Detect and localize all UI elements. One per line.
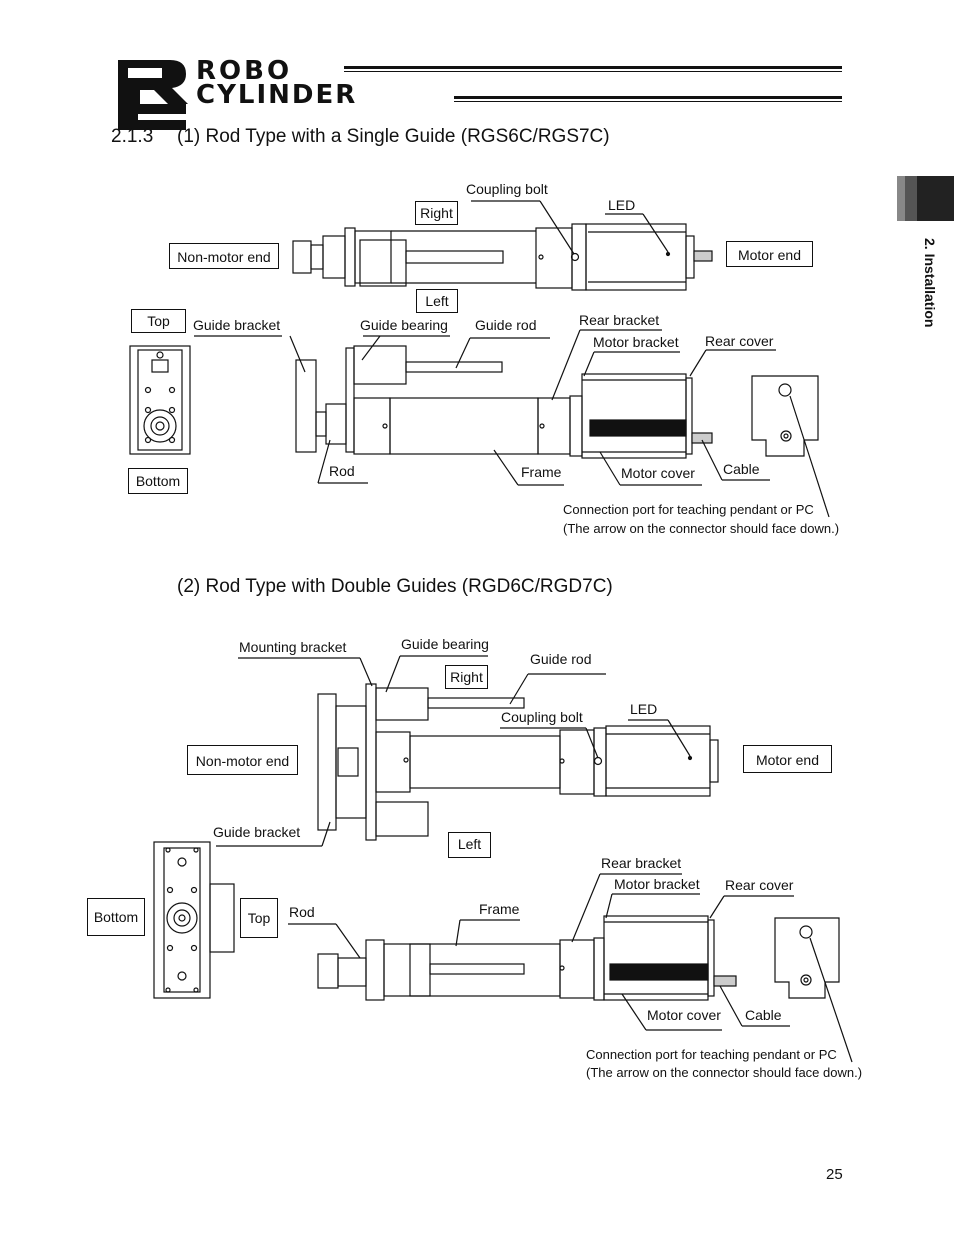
s2-rear-cover-label: Rear cover (725, 877, 794, 893)
s1-guide-bracket-label: Guide bracket (193, 317, 281, 333)
s2-rear-bracket-label: Rear bracket (601, 855, 682, 871)
s2-cable-label: Cable (745, 1007, 782, 1023)
s1-top-label: Top (131, 309, 186, 333)
s2-note-line1: Connection port for teaching pendant or … (586, 1047, 837, 1062)
s1-bottom-label: Bottom (128, 468, 188, 494)
s2-frame-label: Frame (479, 901, 520, 917)
s1-led-label: LED (608, 197, 636, 213)
logo-word-cylinder: CYLINDER (196, 80, 358, 110)
s1-coupling-bolt-label: Coupling bolt (466, 181, 548, 197)
s2-led-label: LED (630, 701, 658, 717)
s2-non-motor-end-label: Non-motor end (187, 745, 298, 775)
s1-note-line1: Connection port for teaching pendant or … (563, 502, 814, 517)
chapter-label: 2. Installation (922, 238, 938, 328)
s1-cable-label: Cable (723, 461, 760, 477)
s1-left-label: Left (416, 289, 458, 313)
s2-right-label: Right (445, 665, 488, 689)
chapter-tab-graphic (897, 176, 954, 221)
section2-title: (2) Rod Type with Double Guides (RGD6C/R… (177, 576, 613, 597)
s2-top-label: Top (240, 898, 278, 938)
s1-motor-cover-label: Motor cover (621, 465, 695, 481)
s2-left-label: Left (448, 832, 491, 858)
s1-guide-rod-label: Guide rod (475, 317, 537, 333)
s2-guide-bracket-label: Guide bracket (213, 824, 301, 840)
s2-motor-bracket-label: Motor bracket (614, 876, 700, 892)
s1-guide-bearing-label: Guide bearing (360, 317, 448, 333)
section1-number: 2.1.3 (111, 126, 154, 147)
section1-diagram (129, 200, 830, 518)
s2-rod-label: Rod (289, 904, 315, 920)
s1-rear-cover-label: Rear cover (705, 333, 774, 349)
section1-title: (1) Rod Type with a Single Guide (RGS6C/… (177, 126, 610, 147)
s1-motor-end-label: Motor end (726, 241, 813, 267)
logo-rc-mark (118, 60, 842, 130)
s1-rear-bracket-label: Rear bracket (579, 312, 660, 328)
s2-motor-end-label: Motor end (743, 745, 832, 773)
s2-note-line2: (The arrow on the connector should face … (586, 1065, 863, 1080)
logo-word-robo: ROBO (196, 56, 293, 86)
s1-right-label: Right (415, 201, 458, 225)
s1-note-line2: (The arrow on the connector should face … (563, 521, 840, 536)
s2-mounting-bracket-label: Mounting bracket (239, 639, 347, 655)
s2-guide-rod-label: Guide rod (530, 651, 592, 667)
s1-frame-label: Frame (521, 464, 562, 480)
page-number: 25 (826, 1166, 843, 1183)
s1-non-motor-end-label: Non-motor end (169, 243, 279, 269)
s1-motor-bracket-label: Motor bracket (593, 334, 679, 350)
s2-guide-bearing-label: Guide bearing (401, 636, 489, 652)
s2-motor-cover-label: Motor cover (647, 1007, 721, 1023)
chapter-tab (897, 176, 954, 221)
s2-coupling-bolt-label: Coupling bolt (501, 709, 583, 725)
s1-rod-label: Rod (329, 463, 355, 479)
s2-bottom-label: Bottom (87, 898, 145, 936)
